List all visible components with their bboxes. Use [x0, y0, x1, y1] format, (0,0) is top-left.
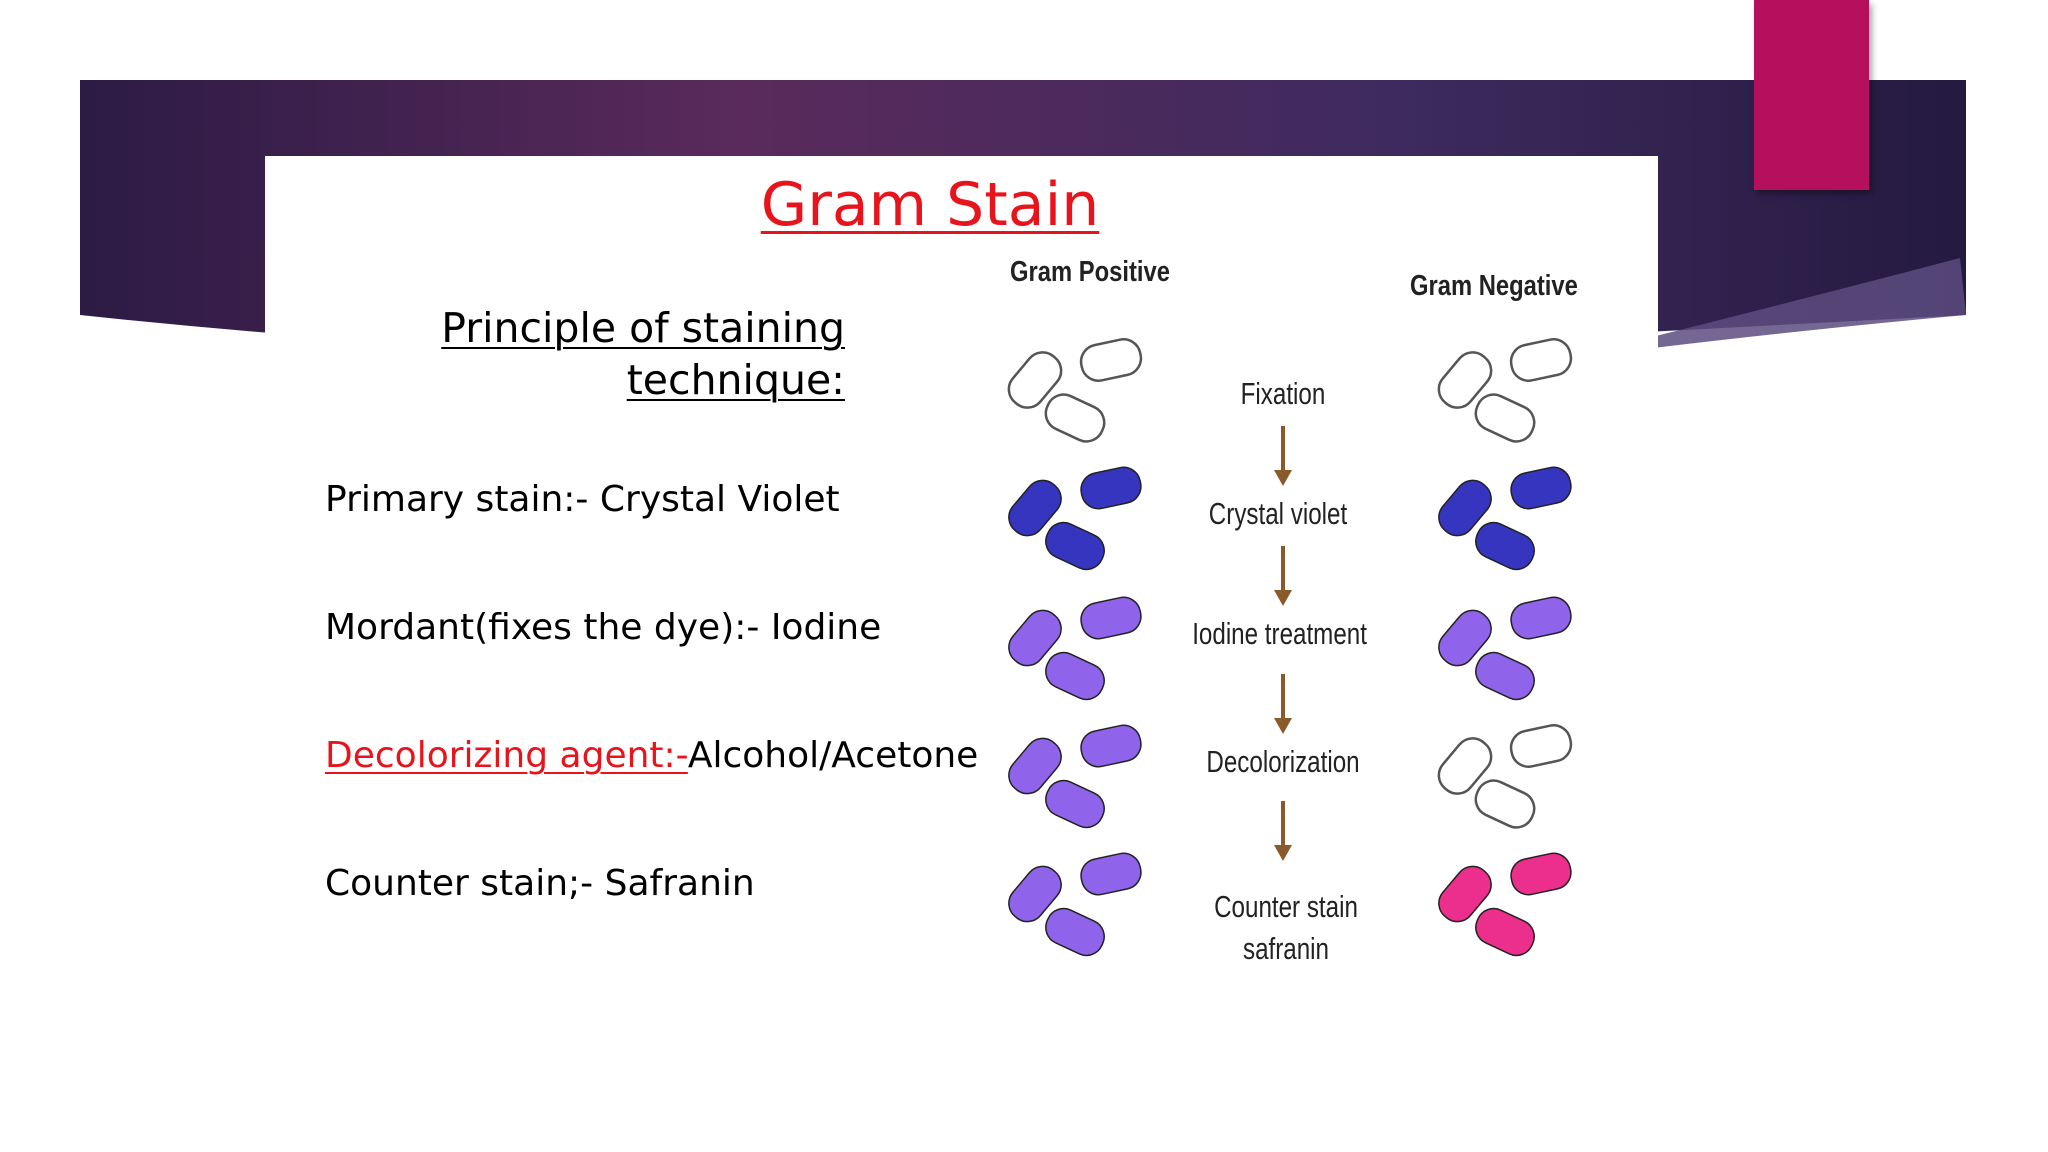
process-fixation: Fixation [1240, 376, 1326, 411]
step-value: Iodine [770, 607, 882, 648]
bacterium-rod [1045, 651, 1105, 701]
principle-heading: Principle of staining technique: [405, 302, 845, 406]
bacterium-rod [1079, 338, 1143, 382]
step-label: Counter stain;- [325, 863, 605, 904]
bacterium-rod [1045, 779, 1105, 829]
bacterium-rod [1080, 596, 1142, 640]
bacterium-rod [1437, 351, 1493, 409]
process-crystal-violet: Crystal violet [1208, 496, 1348, 531]
bacteria-cluster-iodine-purple [1008, 724, 1142, 829]
bacterium-rod [1080, 466, 1142, 510]
bacteria-cluster-iodine-purple [1008, 852, 1142, 957]
bacterium-rod [1008, 479, 1062, 537]
bacterium-rod [1438, 479, 1492, 537]
bacterium-rod [1080, 724, 1142, 768]
process-arrow [1274, 801, 1292, 861]
step-label: Primary stain:- [325, 479, 600, 520]
bacterium-rod [1509, 724, 1573, 768]
bacterium-rod [1475, 521, 1535, 571]
process-arrow [1274, 674, 1292, 734]
principle-heading-line1: Principle of staining [441, 304, 845, 352]
step-value: Crystal Violet [599, 479, 840, 520]
process-iodine-treatment: Iodine treatment [1192, 616, 1367, 651]
bacterium-rod [1474, 393, 1536, 443]
step-primary-stain: Primary stain:- Crystal Violet [325, 479, 840, 520]
gram-negative-cells [1437, 338, 1573, 957]
content-panel: Gram Stain Principle of staining techniq… [265, 156, 1658, 1006]
bacterium-rod [1509, 338, 1573, 382]
process-decolorization: Decolorization [1206, 744, 1360, 779]
bacterium-rod [1438, 865, 1492, 923]
bacterium-rod [1438, 609, 1492, 667]
bacteria-cluster-crystal-violet [1008, 466, 1142, 571]
step-value: Safranin [604, 863, 755, 904]
bacterium-rod [1475, 907, 1535, 957]
bacterium-rod [1008, 609, 1062, 667]
bacterium-rod [1008, 737, 1062, 795]
gram-positive-cells [1007, 338, 1143, 957]
bacteria-cluster-colorless [1437, 338, 1573, 443]
slide-title: Gram Stain [760, 170, 1100, 240]
step-value: Alcohol/Acetone [687, 735, 979, 776]
bacterium-rod [1044, 393, 1106, 443]
bacterium-rod [1474, 779, 1536, 829]
step-decolorizing-agent: Decolorizing agent:-Alcohol/Acetone [325, 735, 978, 776]
principle-heading-line2: technique: [626, 356, 845, 404]
bacterium-rod [1080, 852, 1142, 896]
bacterium-rod [1008, 865, 1062, 923]
step-counter-stain: Counter stain;- Safranin [325, 863, 755, 904]
bacterium-rod [1510, 596, 1572, 640]
bacteria-cluster-crystal-violet [1438, 466, 1572, 571]
bacteria-cluster-iodine-purple [1438, 596, 1572, 701]
process-arrow [1274, 426, 1292, 486]
bacteria-cluster-iodine-purple [1008, 596, 1142, 701]
process-counter-stain-line2: safranin [1242, 931, 1330, 966]
accent-tab [1754, 0, 1869, 190]
column-head-gram-negative: Gram Negative [1410, 270, 1578, 302]
bacterium-rod [1007, 351, 1063, 409]
bacterium-rod [1045, 907, 1105, 957]
process-counter-stain: Counter stain safranin [1200, 886, 1372, 970]
step-label: Mordant(fixes the dye):- [325, 607, 771, 648]
process-arrow [1274, 546, 1292, 606]
step-mordant: Mordant(fixes the dye):- Iodine [325, 607, 881, 648]
column-head-gram-positive: Gram Positive [1010, 256, 1170, 288]
bacterium-rod [1045, 521, 1105, 571]
bacterium-rod [1510, 466, 1572, 510]
bacteria-cluster-colorless [1007, 338, 1143, 443]
bacteria-cluster-safranin-pink [1438, 852, 1572, 957]
process-counter-stain-line1: Counter stain [1214, 889, 1358, 924]
bacterium-rod [1510, 852, 1572, 896]
bacterium-rod [1475, 651, 1535, 701]
bacterium-rod [1437, 737, 1493, 795]
step-label: Decolorizing agent:- [325, 735, 688, 776]
bacteria-cluster-colorless [1437, 724, 1573, 829]
